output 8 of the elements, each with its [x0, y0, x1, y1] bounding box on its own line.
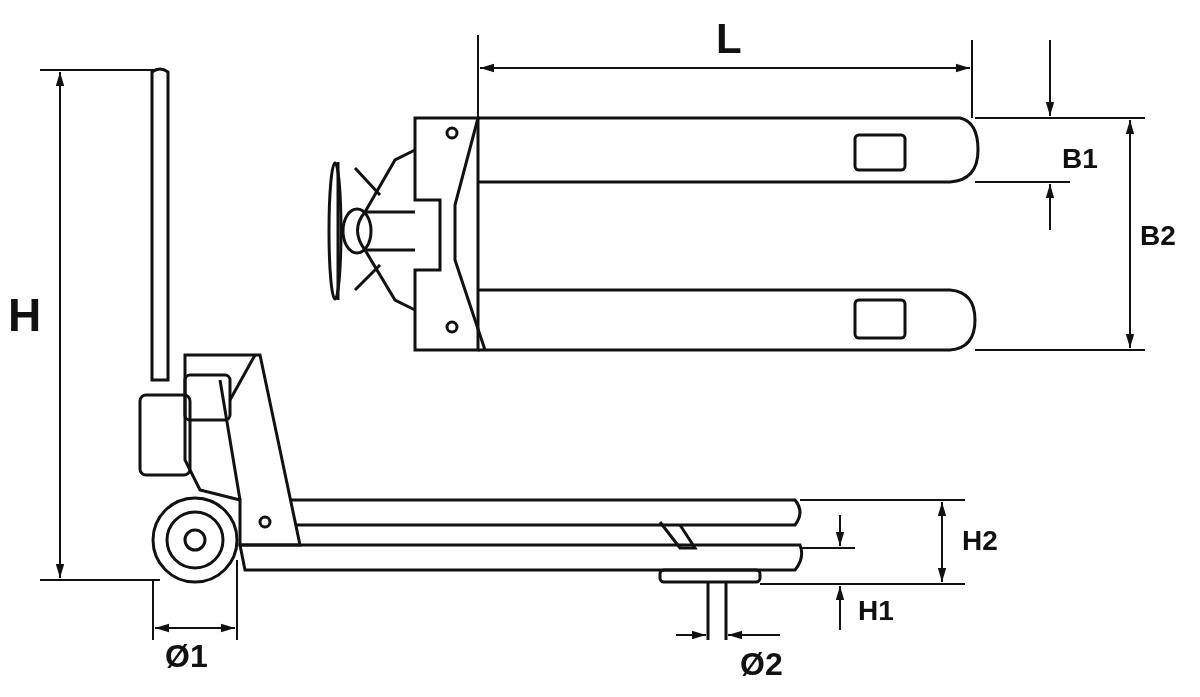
dimension-label: B1: [1062, 145, 1098, 173]
dimension-label: B2: [1140, 222, 1176, 250]
dimension-label: H2: [962, 527, 998, 555]
dimension-label: H: [8, 292, 42, 338]
dimension-label: Ø1: [165, 640, 208, 672]
dimension-label: L: [716, 18, 742, 60]
dimension-label: H1: [858, 597, 894, 625]
dimension-label: Ø2: [740, 648, 783, 680]
